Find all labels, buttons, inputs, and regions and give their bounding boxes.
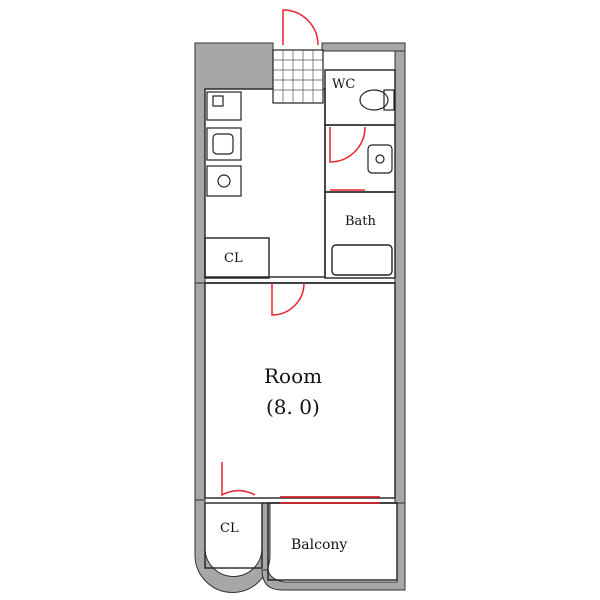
wall-top-right (321, 42, 406, 52)
kitchen-fixtures (206, 91, 242, 197)
washbasin-icon (367, 144, 393, 174)
door-cl-lower (221, 462, 256, 497)
label-bath: Bath (345, 214, 377, 229)
label-balcony: Balcony (291, 537, 347, 553)
wall-bottom-cl (194, 499, 271, 593)
label-room-size: (8. 0) (266, 395, 320, 419)
door-entry (282, 9, 319, 46)
tile-grid (273, 50, 323, 103)
wall-right (394, 42, 406, 504)
label-room-name: Room (264, 364, 322, 388)
door-wc (329, 126, 366, 163)
wall-left-lower (194, 282, 206, 504)
doors (221, 9, 380, 504)
entry-tile (272, 49, 324, 104)
wall-left-upper (194, 42, 274, 284)
label-wc: WC (332, 77, 355, 92)
label-closet-lower: CL (220, 521, 239, 536)
sink-icon (206, 127, 242, 161)
stove-icon (206, 165, 242, 197)
fridge-icon (206, 91, 242, 121)
toilet-icon (359, 89, 389, 111)
door-room (271, 282, 305, 316)
wc-fixtures (359, 89, 395, 174)
outer-walls (194, 42, 406, 593)
label-closet-upper: CL (224, 251, 243, 266)
text-labels: WC Bath CL Room (8. 0) CL Balcony (220, 77, 377, 553)
